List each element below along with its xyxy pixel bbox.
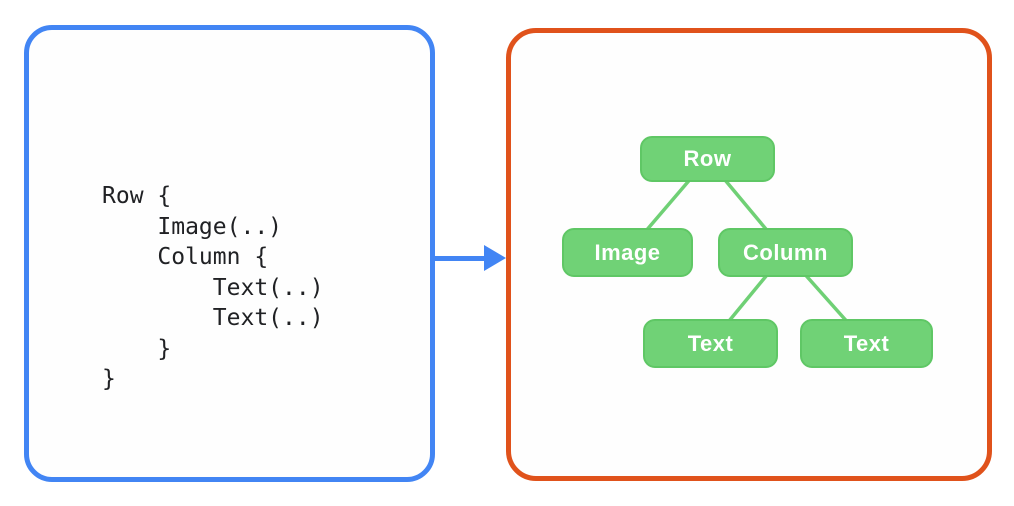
code-line-2: Image(..) [102, 213, 283, 240]
code-line-5: Text(..) [102, 305, 324, 331]
code-line-4: Text(..) [102, 274, 324, 301]
code-panel [24, 25, 435, 482]
code-block: Row { Image(..) Column { Text(..) Text(.… [102, 181, 324, 395]
arrow-shaft [433, 256, 487, 261]
tree-node-text-2: Text [800, 319, 933, 368]
tree-node-image: Image [562, 228, 693, 277]
tree-node-text-1: Text [643, 319, 778, 368]
tree-node-column: Column [718, 228, 853, 277]
right-arrow-icon [433, 245, 506, 272]
code-line-1: Row { [102, 183, 172, 209]
code-line-3: Column { [102, 244, 269, 270]
tree-node-row: Row [640, 136, 775, 182]
code-line-6: } [102, 335, 172, 362]
code-line-7: } [102, 366, 116, 392]
arrow-head [484, 245, 506, 271]
